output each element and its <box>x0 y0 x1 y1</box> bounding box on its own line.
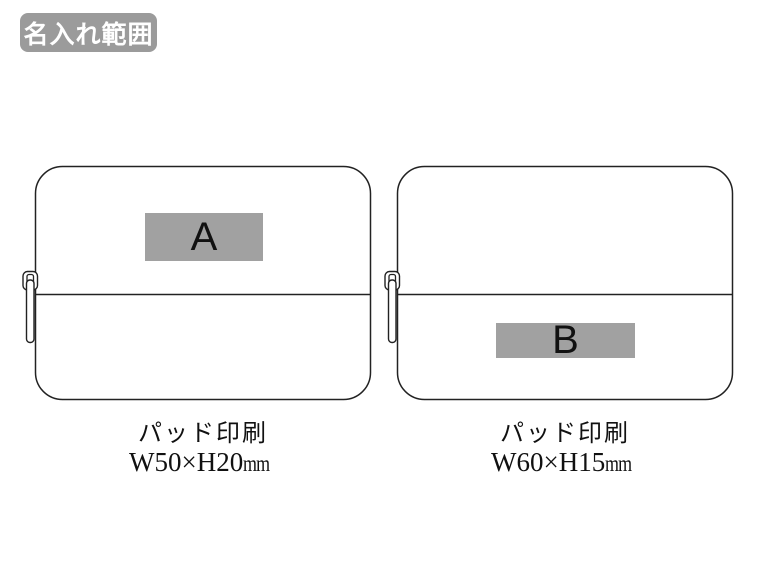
dimensions-value-left: W50×H20 <box>129 447 244 477</box>
print-dimensions-right: W60×H15mm <box>397 448 733 478</box>
dimensions-unit-right: mm <box>605 451 632 476</box>
imprint-range-badge: 名入れ範囲 <box>20 13 157 52</box>
print-method-label-right: パッド印刷 <box>500 421 630 447</box>
zipper-pull-icon <box>22 270 39 344</box>
caption-left: パッド印刷 W50×H20mm <box>35 420 371 478</box>
dimensions-value-right: W60×H15 <box>491 447 606 477</box>
print-area-a: A <box>145 213 263 261</box>
print-method-label-left: パッド印刷 <box>138 421 268 447</box>
print-area-a-label: A <box>190 214 218 259</box>
pouch-right-outline <box>396 165 734 401</box>
caption-right: パッド印刷 W60×H15mm <box>397 420 733 478</box>
dimensions-unit-left: mm <box>243 451 270 476</box>
print-area-b-label: B <box>552 318 579 362</box>
print-area-b: B <box>496 318 635 362</box>
print-dimensions-left: W50×H20mm <box>35 448 371 478</box>
pouch-left-outline <box>34 165 372 401</box>
